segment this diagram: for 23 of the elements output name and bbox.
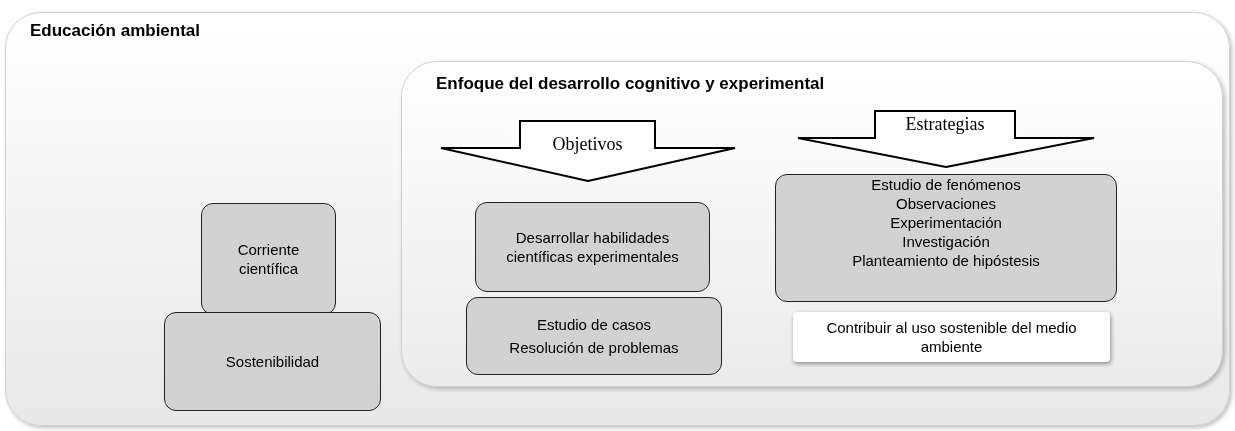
process-box: [466, 297, 722, 375]
arrow-label: Estrategias: [904, 114, 986, 135]
box-text: Contribuir al uso sostenible del medio ambiente: [825, 318, 1078, 356]
box-text: Investigación: [902, 232, 990, 251]
process-box: [164, 312, 381, 411]
box-text: Estudio de casos: [536, 315, 652, 335]
box-text: Sostenibilidad: [225, 352, 320, 371]
box-text: Estudio de fenómenos: [871, 175, 1021, 194]
box-text: Resolución de problemas: [509, 338, 679, 358]
inner-panel: [401, 61, 1223, 387]
group-title: Educación ambiental: [30, 21, 201, 41]
outer-panel: [5, 12, 1230, 426]
process-box: [201, 203, 336, 315]
process-box: [775, 174, 1117, 302]
box-text: Corriente científica: [236, 240, 301, 278]
box-text: Experimentación: [890, 213, 1002, 232]
note-box: [793, 312, 1110, 362]
group-title: Enfoque del desarrollo cognitivo y experimental: [436, 74, 825, 94]
box-text: Desarrollar habilidades científicas experimentales: [505, 228, 680, 266]
arrow-label: Objetivos: [551, 134, 624, 155]
process-box: [475, 202, 710, 292]
box-text: Observaciones: [895, 194, 997, 213]
box-text: Planteamiento de hipóstesis: [852, 251, 1040, 270]
